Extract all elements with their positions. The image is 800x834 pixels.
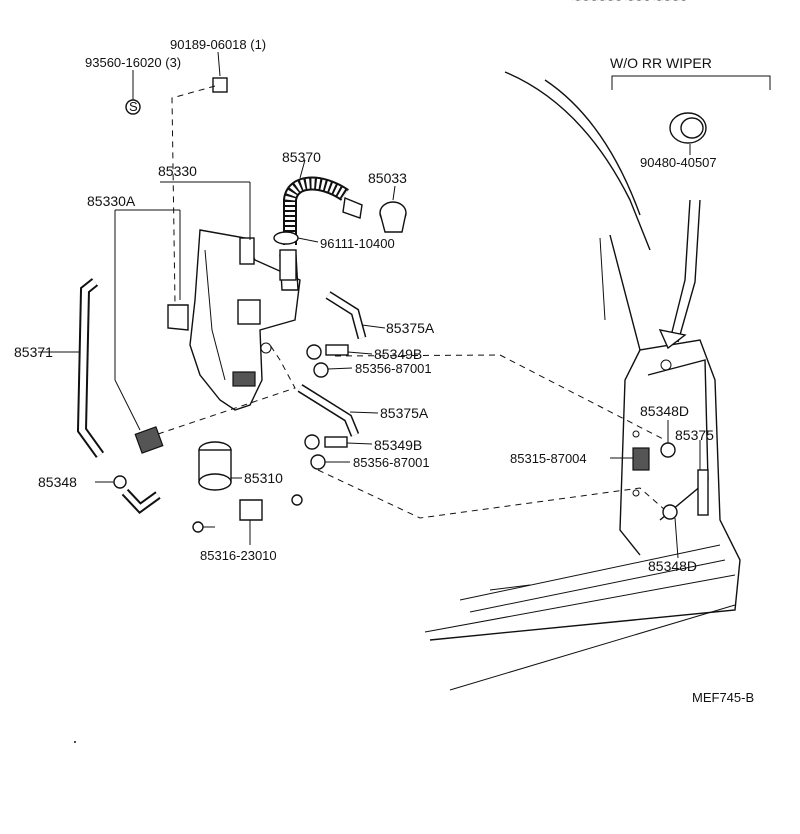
- label-85348: 85348: [38, 474, 77, 490]
- vehicle-body-outline: [424, 71, 741, 691]
- wo-rr-wiper-bracket: [611, 75, 771, 90]
- pump-85310: [198, 441, 242, 491]
- label-85348d-lower: 85348D: [648, 558, 697, 574]
- label-85330: 85330: [158, 163, 197, 179]
- label-85348d-upper: 85348D: [640, 403, 689, 419]
- label-85370: 85370: [282, 149, 321, 165]
- drawing-code: MEF745-B: [692, 690, 754, 705]
- label-85375a-upper: 85375A: [386, 320, 435, 336]
- label-85330a: 85330A: [87, 193, 136, 209]
- nozzle-85348d-upper: [660, 420, 676, 458]
- cap-85033: [342, 185, 407, 233]
- label-85349b-lower: 85349B: [374, 437, 422, 453]
- label-90189-06018: 90189-06018 (1): [170, 37, 266, 52]
- dot-mark: [74, 741, 76, 743]
- tank-label-bracket: [114, 181, 251, 431]
- label-85375: 85375: [675, 427, 714, 443]
- joint-85348: [95, 475, 161, 514]
- section-label: W/O RR WIPER: [610, 55, 712, 71]
- nozzle-85348d-lower: [662, 504, 679, 559]
- pump-bracket: [192, 494, 303, 545]
- connector-lower: [304, 434, 373, 470]
- header-fragment: ~~~~~~ ~~~ ~~~~: [572, 0, 686, 7]
- label-85310: 85310: [244, 470, 283, 486]
- grommet-90480: [669, 112, 707, 155]
- hose-85375: [697, 440, 709, 516]
- hose-85375a-upper: [325, 291, 386, 340]
- label-93560-16020: 93560-16020 (3): [85, 55, 181, 70]
- screw-symbol: S: [129, 99, 138, 114]
- fasteners-topleft: [125, 51, 228, 115]
- tank-outlet: [134, 426, 164, 454]
- label-85349b-upper: 85349B: [374, 346, 422, 362]
- label-90480-40507: 90480-40507: [640, 155, 717, 170]
- label-85375a-lower: 85375A: [380, 405, 429, 421]
- hose-85371: [38, 278, 105, 458]
- label-85356-87001-upper: 85356-87001: [355, 361, 432, 376]
- clamp-96111: [273, 231, 319, 281]
- label-85316-23010: 85316-23010: [200, 548, 277, 563]
- label-85371: 85371: [14, 344, 53, 360]
- label-85315-87004: 85315-87004: [510, 451, 587, 466]
- label-85356-87001-lower: 85356-87001: [353, 455, 430, 470]
- dashed-leaders: [157, 85, 666, 519]
- hose-85370: [283, 159, 349, 245]
- label-85033: 85033: [368, 170, 407, 186]
- clip-85315: [610, 447, 650, 471]
- label-96111-10400: 96111-10400: [320, 236, 395, 251]
- grommet-arrow: [658, 199, 701, 350]
- hose-85375a-lower: [297, 384, 379, 437]
- connector-upper: [306, 344, 373, 378]
